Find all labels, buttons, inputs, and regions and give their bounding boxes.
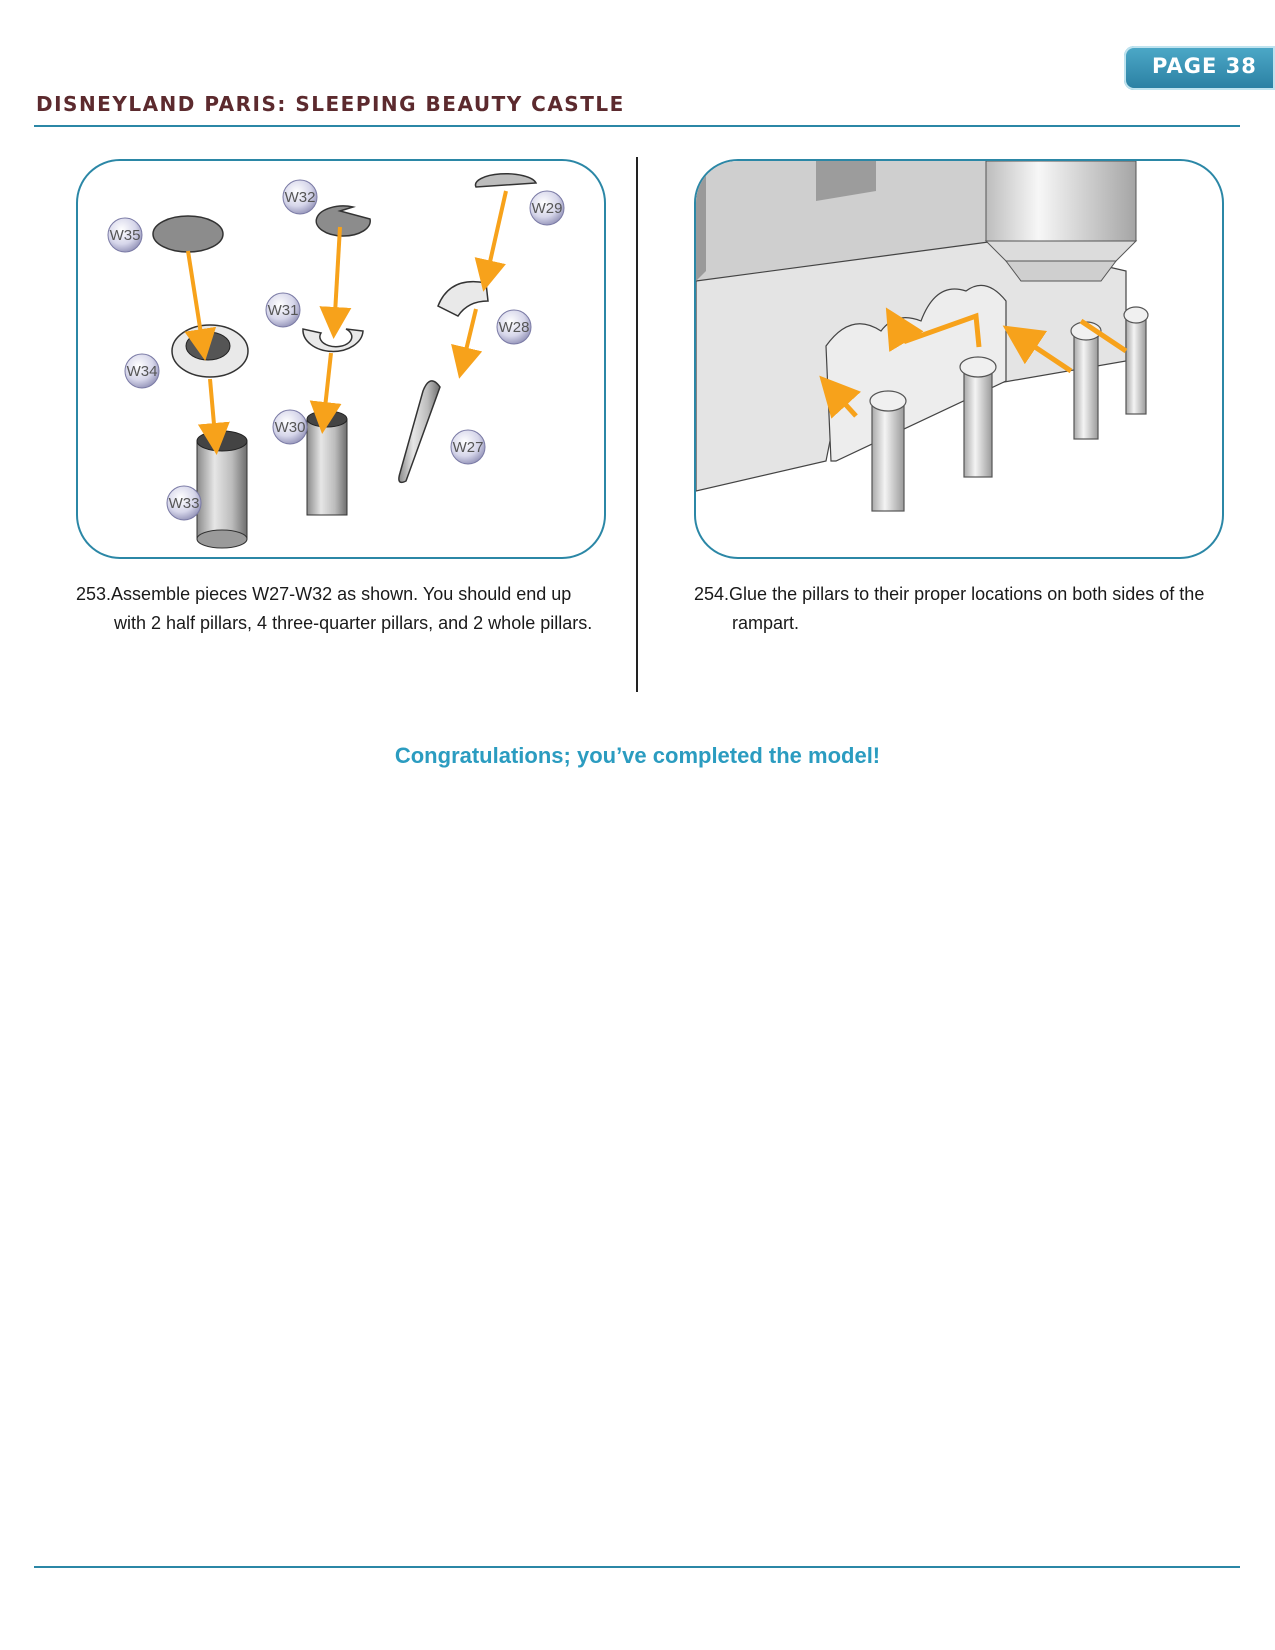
footer-rule bbox=[34, 1566, 1240, 1568]
svg-text:W27: W27 bbox=[453, 439, 484, 456]
step-253-text: Assemble pieces W27-W32 as shown. You sh… bbox=[111, 584, 593, 633]
rampart-pillars-diagram bbox=[696, 161, 1149, 512]
label-w35: W35 bbox=[107, 217, 143, 253]
step-254: 254.Glue the pillars to their proper loc… bbox=[694, 580, 1224, 638]
figure-254 bbox=[694, 159, 1224, 559]
step-254-text: Glue the pillars to their proper locatio… bbox=[729, 584, 1205, 633]
page-number: PAGE 38 bbox=[1152, 54, 1257, 78]
svg-text:W28: W28 bbox=[499, 319, 530, 336]
label-w31: W31 bbox=[265, 292, 301, 328]
label-w34: W34 bbox=[124, 353, 160, 389]
column-divider bbox=[636, 157, 638, 692]
step-253-number: 253. bbox=[76, 584, 112, 604]
svg-text:W29: W29 bbox=[532, 200, 563, 217]
label-w29: W29 bbox=[529, 190, 565, 226]
label-w33: W33 bbox=[166, 485, 202, 521]
label-w28: W28 bbox=[496, 309, 532, 345]
completion-message: Congratulations; you’ve completed the mo… bbox=[394, 743, 881, 768]
label-w32: W32 bbox=[282, 179, 318, 215]
svg-text:W32: W32 bbox=[285, 189, 316, 206]
step-253: 253.Assemble pieces W27-W32 as shown. Yo… bbox=[76, 580, 606, 638]
header-rule bbox=[34, 125, 1240, 127]
svg-text:W30: W30 bbox=[275, 419, 306, 436]
assembly-arrows bbox=[184, 190, 508, 455]
step-254-number: 254. bbox=[694, 584, 730, 604]
pillar-assembly-diagram: W35 W32 W29 W31 W28 W34 W30 W27 W33 bbox=[107, 172, 565, 549]
w35-disk bbox=[152, 215, 224, 253]
figure-253: W35 W32 W29 W31 W28 W34 W30 W27 W33 bbox=[76, 159, 606, 559]
label-w27: W27 bbox=[450, 429, 486, 465]
label-w30: W30 bbox=[272, 409, 308, 445]
document-title: DISNEYLAND PARIS: SLEEPING BEAUTY CASTLE bbox=[36, 92, 625, 116]
svg-text:W34: W34 bbox=[127, 363, 158, 380]
svg-text:W33: W33 bbox=[169, 495, 200, 512]
page-number-badge: PAGE 38 bbox=[1124, 46, 1275, 90]
svg-text:W31: W31 bbox=[268, 302, 299, 319]
w32-piece bbox=[315, 205, 371, 237]
placement-arrows bbox=[819, 307, 1128, 419]
svg-text:W35: W35 bbox=[110, 227, 141, 244]
